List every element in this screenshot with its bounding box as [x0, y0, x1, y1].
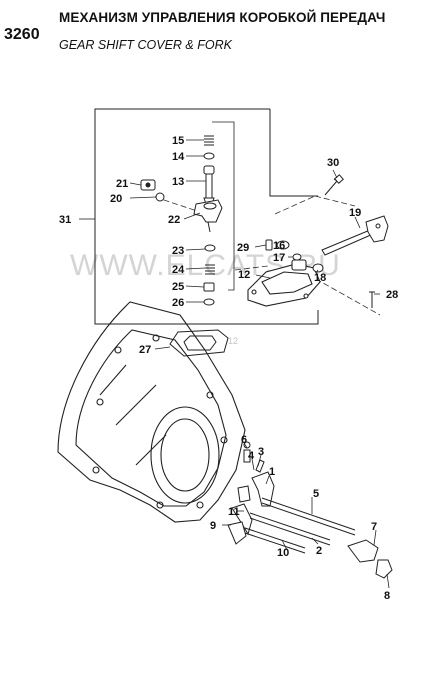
- callout-3: 3: [258, 446, 264, 458]
- shift-forks-rails: [227, 441, 393, 579]
- callout-8: 8: [384, 590, 390, 602]
- callout-19: 19: [349, 207, 361, 219]
- callout-11: 11: [228, 506, 240, 518]
- callout-17: 17: [273, 252, 285, 264]
- callout-16: 16: [273, 240, 285, 252]
- bolt-28: [369, 291, 375, 308]
- title-english: GEAR SHIFT COVER & FORK: [59, 38, 232, 52]
- oring-17: [292, 253, 302, 261]
- callout-27: 27: [139, 344, 151, 356]
- callout-25: 25: [172, 281, 184, 293]
- callout-26: 26: [172, 297, 184, 309]
- cap-16: [276, 240, 290, 250]
- callout-12: 12: [238, 269, 250, 281]
- callout-2: 2: [316, 545, 322, 557]
- spring-washers: [203, 244, 216, 306]
- bushing-18: [312, 263, 324, 273]
- assembly-lines: [154, 195, 381, 316]
- callout-14: 14: [172, 151, 185, 163]
- diagram-code: 3260: [4, 26, 40, 43]
- callout-10: 10: [277, 547, 289, 559]
- cover-gasket: [169, 329, 229, 357]
- shift-rod: [321, 215, 389, 256]
- callout-6: 6: [241, 434, 247, 446]
- callout-22: 22: [168, 214, 180, 226]
- callout-5: 5: [313, 488, 319, 500]
- callout-9: 9: [210, 520, 216, 532]
- callout-15: 15: [172, 135, 184, 147]
- title-russian: МЕХАНИЗМ УПРАВЛЕНИЯ КОРОБКОЙ ПЕРЕДАЧ: [59, 10, 386, 25]
- leader-lines: [129, 139, 390, 589]
- callout-29: 29: [237, 242, 249, 254]
- callout-20: 20: [110, 193, 122, 205]
- callout-21: 21: [116, 178, 128, 190]
- callout-18: 18: [314, 272, 326, 284]
- callout-23: 23: [172, 245, 184, 257]
- callout-1: 1: [269, 466, 275, 478]
- cover-group-frame: [94, 108, 319, 325]
- callout-31: 31: [59, 214, 71, 226]
- callout-30: 30: [327, 157, 339, 169]
- plug-29: [265, 239, 273, 251]
- detent-pin: [140, 179, 165, 202]
- shift-finger: [193, 199, 223, 233]
- callout-7: 7: [371, 521, 377, 533]
- callout-28: 28: [386, 289, 398, 301]
- callout-labels: 15 14 13 21 20 22 31 23 24 25 26 29 16 1…: [59, 135, 398, 602]
- transmission-case: [57, 301, 246, 523]
- callout-4: 4: [248, 450, 255, 462]
- callout-24: 24: [172, 264, 185, 276]
- shift-shaft-stack: [203, 135, 215, 205]
- shift-cover-housing: [247, 259, 321, 307]
- callout-13: 13: [172, 176, 184, 188]
